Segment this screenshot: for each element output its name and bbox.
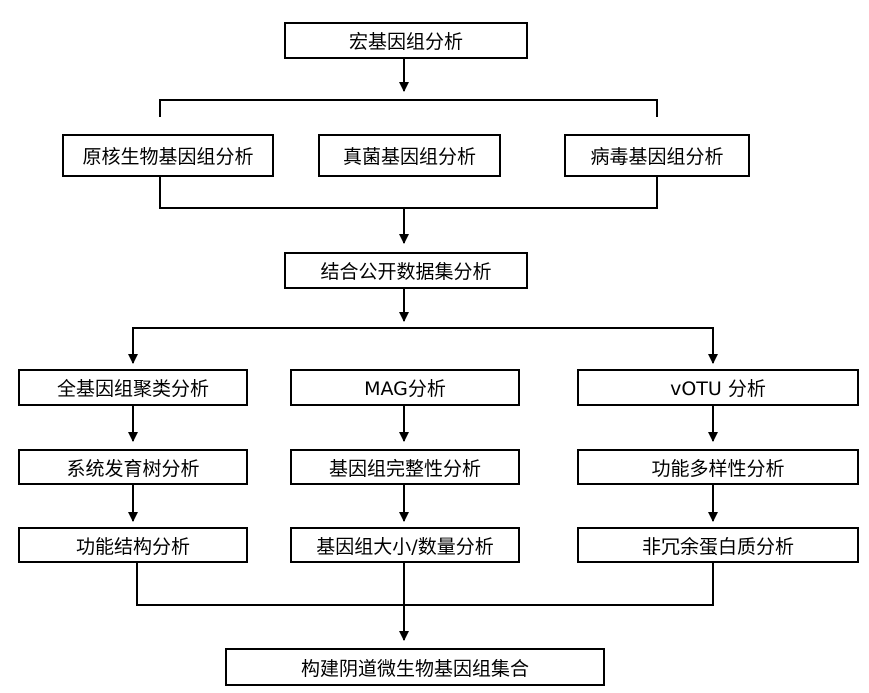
node-vaginal-microbial-genome-collection: 构建阴道微生物基因组集合	[225, 648, 605, 686]
level2-top-bracket	[159, 99, 658, 117]
node-nonredundant-protein: 非冗余蛋白质分析	[577, 527, 859, 563]
node-public-dataset-analysis: 结合公开数据集分析	[284, 252, 528, 289]
node-functional-structure: 功能结构分析	[18, 527, 248, 563]
node-prokaryote-genome: 原核生物基因组分析	[62, 134, 274, 177]
node-fungal-genome: 真菌基因组分析	[318, 134, 501, 177]
node-mag-analysis: MAG分析	[290, 369, 520, 406]
node-genome-completeness: 基因组完整性分析	[290, 449, 520, 485]
node-genome-clustering: 全基因组聚类分析	[18, 369, 248, 406]
split-bracket	[132, 327, 714, 363]
node-functional-diversity: 功能多样性分析	[577, 449, 859, 485]
node-genome-size-count: 基因组大小/数量分析	[290, 527, 520, 563]
node-phylogenetic-tree: 系统发育树分析	[18, 449, 248, 485]
node-metagenome-analysis: 宏基因组分析	[284, 22, 528, 59]
node-viral-genome: 病毒基因组分析	[564, 134, 750, 177]
node-votu-analysis: vOTU 分析	[577, 369, 859, 406]
level2-bottom-bracket	[159, 177, 658, 209]
merge-bracket	[136, 563, 714, 606]
